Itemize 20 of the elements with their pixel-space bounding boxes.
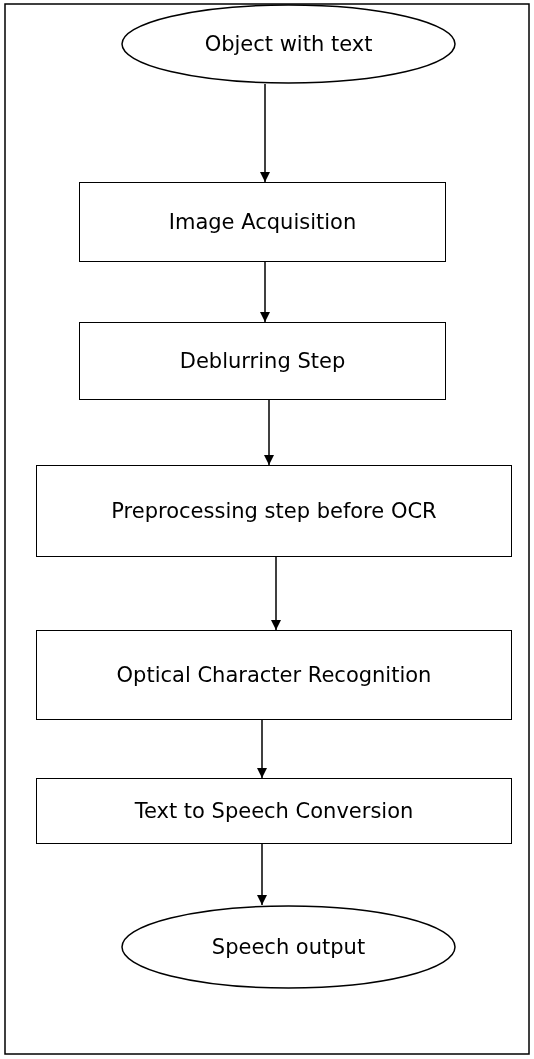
arrow [270,556,282,631]
node-label: Preprocessing step before OCR [111,499,437,523]
node-label: Deblurring Step [179,349,346,373]
process-box [36,465,512,557]
arrow [256,843,268,906]
arrow [259,261,271,323]
process-box [79,182,446,262]
node-label: Object with text [204,32,373,56]
process-box [36,630,512,720]
node-label: Text to Speech Conversion [134,799,414,823]
terminal-ellipse [121,905,456,989]
node-label: Speech output [211,935,366,959]
arrow [256,719,268,779]
process-box [79,322,446,400]
node-label: Optical Character Recognition [116,663,432,687]
arrow [259,83,271,183]
terminal-ellipse [121,4,456,84]
process-box [36,778,512,844]
node-label: Image Acquisition [168,210,357,234]
arrow [263,399,275,466]
